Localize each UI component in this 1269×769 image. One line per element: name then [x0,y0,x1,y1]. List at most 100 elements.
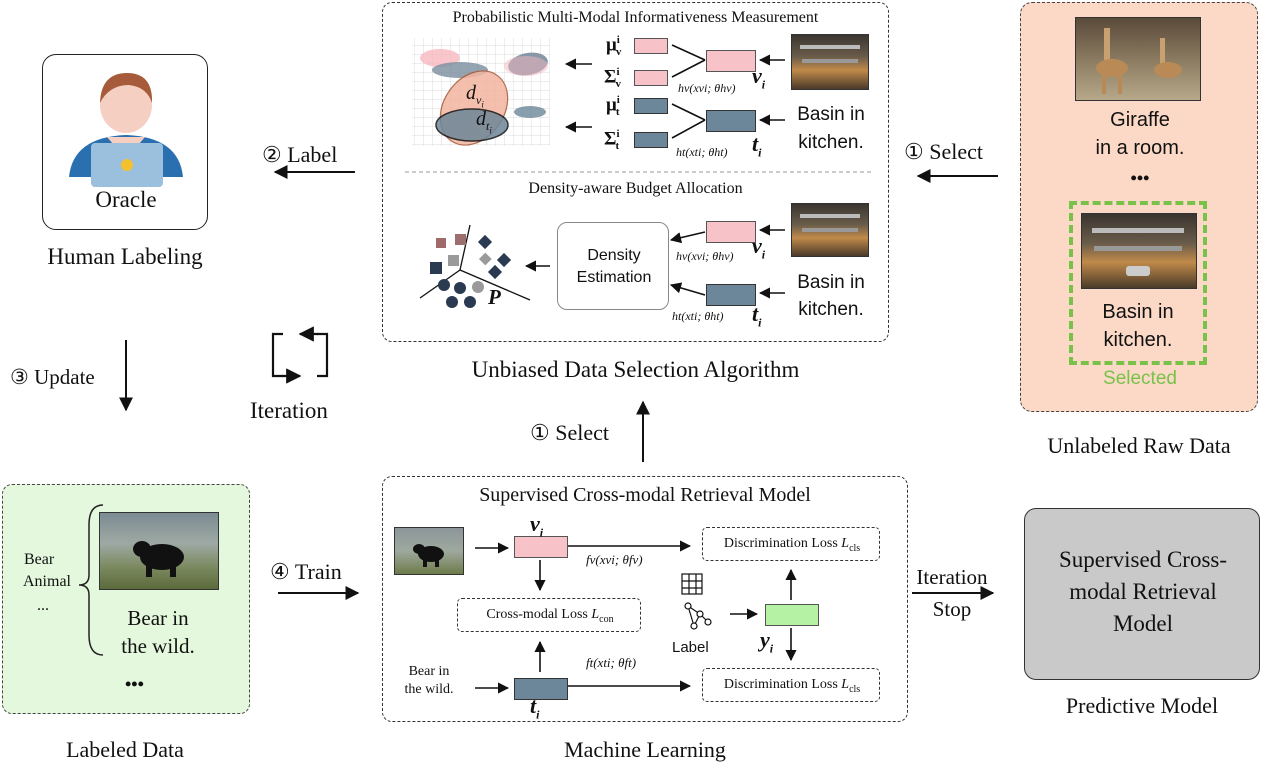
ml-caption: Machine Learning [564,737,726,762]
train-step-text: ④ Train [270,559,342,584]
selected-kitchen-photo [1081,213,1197,289]
dba-title: Density-aware Budget Allocation [528,180,743,197]
selected-basin-line2: kitchen. [1103,329,1173,351]
predictive-model-box: Supervised Cross- modal Retrieval Model [1024,508,1260,680]
pmm-t-symbol: ti [752,131,762,160]
ml-t-symbol: ti [530,693,540,722]
disc-loss-t-text: Discrimination Loss Lcls [723,677,861,695]
iteration-stop-line2: Stop [932,597,972,621]
predictive-line1: Supervised Cross- [1058,547,1228,572]
disc-loss-t-box: Discrimination Loss Lcls [702,668,880,702]
labeled-data-panel: Bear Animal ... Bear in the wild. ••• [2,484,250,714]
ml-y-embedding [765,604,819,626]
labeled-data-caption: Labeled Data [66,737,184,762]
cross-modal-loss-box: Cross-modal Loss Lcon [457,598,641,632]
dba-t-symbol: ti [752,301,762,330]
labeled-text-line2: the wild. [121,634,195,658]
ml-title: Supervised Cross-modal Retrieval Model [479,484,811,506]
ml-bear-line2: the wild. [404,682,454,697]
ml-y-symbol: yi [760,627,774,656]
predictive-caption: Predictive Model [1065,693,1219,718]
pmm-t-embedding [706,110,756,132]
sigma-v-symbol: Σiv [604,66,621,91]
sigma-v-block [634,70,668,86]
iteration-label: Iteration [250,398,328,423]
giraffe-photo [1075,17,1201,101]
ml-panel [382,476,908,722]
bear-figure [133,541,184,577]
oracle-person-icon [69,73,183,187]
kitchen-photo-pmm [791,34,869,90]
density-line1: Density [587,247,641,264]
selected-basin-line1: Basin in [1102,301,1174,323]
unlabeled-data-panel: Giraffe in a room. ••• Basin in kitchen.… [1020,2,1258,412]
label-step-text: ② Label [262,142,338,167]
labeled-tag-animal: Animal [23,573,71,590]
iteration-cycle-icon [271,326,329,384]
labeled-tag-bear: Bear [24,551,55,568]
unbiased-caption: Unbiased Data Selection Algorithm [471,357,800,382]
predictive-line2: modal Retrieval [1069,579,1217,604]
pmm-basin-line1: Basin in [797,104,865,125]
human-labeling-caption: Human Labeling [47,244,203,269]
pmm-ht-formula: ht(xti; θht) [676,145,728,159]
ml-t-embedding [514,678,568,700]
labeled-tag-more: ... [37,597,49,614]
mu-t-symbol: μit [606,94,620,119]
disc-loss-v-text: Discrimination Loss Lcls [723,536,861,554]
ml-v-symbol: vi [530,511,544,540]
ml-bear-photo [394,527,464,575]
ml-bear-line1: Bear in [408,664,450,679]
iteration-stop-line1: Iteration [916,565,988,589]
pmm-v-symbol: vi [752,63,766,92]
bear-photo [99,512,219,590]
dba-basin-line2: kitchen. [798,299,864,320]
unbiased-selection-panel [382,2,889,342]
pmm-v-embedding [706,50,756,72]
dba-hv-formula: hv(xvi; θhv) [676,249,734,263]
sigma-t-block [634,132,668,148]
kitchen-photo-dba [791,203,869,257]
p-symbol: P [488,285,501,309]
dba-basin-line1: Basin in [797,272,865,293]
mu-v-symbol: μiv [606,34,622,59]
mu-t-block [634,98,668,114]
select-center-text: ① Select [530,420,609,445]
dba-v-symbol: vi [752,233,766,262]
giraffe-line1: Giraffe [1110,109,1170,131]
update-step-text: ③ Update [10,365,95,389]
unlabeled-caption: Unlabeled Raw Data [1047,433,1231,458]
labeled-more: ••• [125,674,144,694]
dba-ht-formula: ht(xti; θht) [672,309,724,323]
predictive-line3: Model [1112,611,1174,636]
dba-v-embedding [706,221,756,243]
selected-label: Selected [1103,368,1177,389]
giraffe-figure [1096,28,1182,94]
select-right-text: ① Select [904,139,983,164]
label-text: Label [672,639,709,656]
ml-v-embedding [514,536,568,558]
disc-loss-v-box: Discrimination Loss Lcls [702,527,880,561]
ml-fv-formula: fv(xvi; θfv) [586,552,643,567]
sigma-t-symbol: Σit [604,128,620,153]
labeled-text-line1: Bear in [127,606,189,630]
selected-sample-frame: Basin in kitchen. [1069,201,1207,365]
d-t-symbol: dti [476,108,492,136]
giraffe-line2: in a room. [1095,137,1185,159]
dba-t-embedding [706,284,756,306]
brace-icon [78,504,104,656]
oracle-card: Oracle [42,54,208,230]
pmm-hv-formula: hv(xvi; θhv) [678,81,736,95]
cross-modal-loss-text: Cross-modal Loss Lcon [486,607,614,625]
d-v-symbol: dvi [466,82,484,110]
density-estimation-box: Density Estimation [557,222,669,310]
ml-ft-formula: ft(xti; θft) [586,655,637,670]
oracle-label: Oracle [95,187,157,212]
ml-bear-figure [413,544,444,567]
pmm-basin-line2: kitchen. [798,132,864,153]
pmm-title: Probabilistic Multi-Modal Informativenes… [452,9,819,26]
unlabeled-more: ••• [1130,168,1150,188]
mu-v-block [634,38,668,54]
density-line2: Estimation [576,269,652,286]
